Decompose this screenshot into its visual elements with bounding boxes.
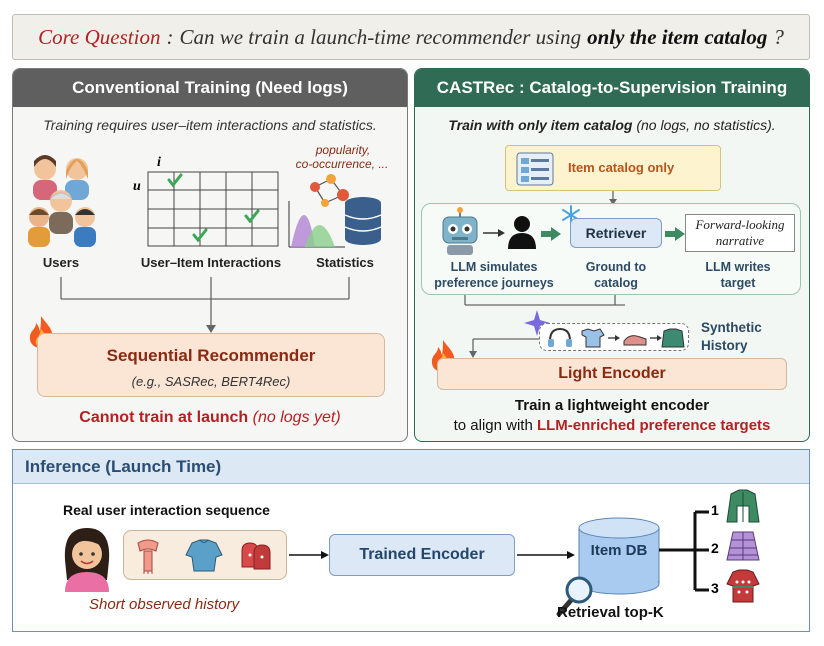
topk-bracket — [659, 510, 709, 592]
conventional-training-panel: Conventional Training (Need logs) Traini… — [12, 68, 408, 442]
matrix-i-label: i — [157, 155, 161, 170]
rank-1: 1 — [711, 502, 719, 518]
cannot-train-paren: (no logs yet) — [252, 409, 341, 426]
observed-history-box — [123, 530, 287, 580]
to-retriever-arrow — [541, 227, 561, 241]
core-question-sep: : — [166, 24, 174, 49]
llm-simulates-line1: LLM simulates — [450, 260, 538, 274]
interactions-label: User–Item Interactions — [140, 255, 282, 270]
light-encoder-box: Light Encoder — [437, 358, 787, 390]
synthetic-line2: History — [701, 338, 748, 353]
magnifier-icon — [556, 576, 593, 617]
castrec-subtitle-bold: Train with only item catalog — [448, 117, 633, 133]
sweater-icon — [185, 539, 223, 572]
train-line-2a: to align with — [453, 417, 533, 434]
castrec-panel: CASTRec : Catalog-to-Supervision Trainin… — [414, 68, 810, 442]
synthetic-line1: Synthetic — [701, 320, 762, 335]
mittens-icon — [241, 542, 271, 570]
conventional-training-title: Conventional Training (Need logs) — [13, 69, 407, 107]
catalog-icon — [516, 152, 554, 186]
core-question-bold: only the item catalog — [587, 24, 768, 49]
robot-to-user-arrow — [483, 229, 505, 237]
recommender-title: Sequential Recommender — [106, 346, 316, 365]
purple-puffer-icon — [726, 531, 760, 561]
synthetic-connector — [464, 295, 625, 358]
narrative-line2: narrative — [715, 233, 765, 248]
history-label: Short observed history — [89, 596, 240, 613]
retrieval-label: Retrieval top-K — [557, 604, 664, 621]
cannot-train-note: Cannot train at launch (no logs yet) — [13, 409, 407, 427]
train-line-2b: LLM-enriched preference targets — [536, 417, 771, 434]
recommender-examples: (e.g., SASRec, BERT4Rec) — [131, 374, 291, 389]
statistics-icon — [288, 174, 382, 248]
rank-2: 2 — [711, 540, 719, 556]
inference-panel: Inference (Launch Time) Real user intera… — [12, 449, 810, 632]
narrative-card: Forward-looking narrative — [685, 214, 795, 252]
to-narrative-arrow — [665, 227, 685, 241]
statistics-label: Statistics — [316, 255, 374, 270]
cannot-train-bold: Cannot train at launch — [79, 409, 249, 426]
ground-line1: Ground to — [585, 260, 647, 274]
catalog-down-arrow — [609, 191, 617, 205]
user-icon — [508, 216, 536, 249]
green-jacket-icon — [726, 489, 760, 523]
castrec-subtitle: Train with only item catalog (no logs, n… — [415, 117, 809, 133]
sequence-label: Real user interaction sequence — [63, 502, 270, 518]
item-db-label: Item DB — [590, 542, 648, 559]
core-question-prefix: Core Question — [38, 24, 161, 49]
narrative-text: Forward-looking narrative — [686, 217, 794, 249]
core-question-suffix: ? — [773, 24, 784, 49]
catalog-label: Item catalog only — [568, 160, 675, 175]
llm-writes-line1: LLM writes — [705, 260, 771, 274]
synthetic-history-strip — [539, 323, 689, 351]
llm-simulates-line2: preference journeys — [434, 276, 554, 290]
narrative-line1: Forward-looking — [695, 217, 785, 232]
matrix-u-label: u — [133, 179, 141, 194]
train-line-2: to align with LLM-enriched preference ta… — [415, 417, 809, 434]
red-sweater-icon — [726, 569, 760, 603]
train-line-1: Train a lightweight encoder — [514, 397, 710, 414]
merge-connector — [60, 277, 350, 333]
stats-note-1: popularity, — [315, 143, 371, 157]
ground-label: Ground to catalog — [565, 259, 667, 291]
check-icon — [167, 173, 260, 243]
llm-writes-label: LLM writes target — [681, 259, 795, 291]
trained-encoder-box: Trained Encoder — [329, 534, 515, 576]
users-label: Users — [42, 255, 80, 270]
interaction-matrix — [147, 171, 279, 247]
synthetic-history-label: Synthetic History — [701, 319, 762, 355]
item-catalog-box: Item catalog only — [505, 145, 721, 191]
conventional-subtitle: Training requires user–item interactions… — [43, 117, 377, 133]
rank-3: 3 — [711, 580, 719, 596]
stats-note-2: co-occurrence, ... — [295, 157, 389, 171]
robot-icon — [442, 207, 478, 255]
retriever-box: Retriever — [570, 218, 662, 248]
scarf-icon — [137, 539, 159, 574]
core-question-banner: Core Question : Can we train a launch-ti… — [12, 14, 810, 60]
llm-writes-line2: target — [720, 276, 756, 290]
user-avatar-icon — [64, 528, 110, 592]
synthetic-items-icons — [548, 327, 685, 348]
inference-title: Inference (Launch Time) — [13, 450, 809, 484]
to-db-arrow — [517, 551, 575, 559]
core-question-text: Can we train a launch-time recommender u… — [179, 24, 582, 49]
ground-line2: catalog — [594, 276, 638, 290]
sparkle-icon — [524, 310, 550, 336]
users-icon — [28, 155, 96, 247]
item-db-icon — [556, 517, 660, 617]
history-items-icons — [137, 539, 271, 574]
sequential-recommender-box: Sequential Recommender (e.g., SASRec, BE… — [37, 333, 385, 397]
to-encoder-arrow — [289, 551, 329, 559]
castrec-title: CASTRec : Catalog-to-Supervision Trainin… — [415, 69, 809, 107]
castrec-subtitle-rest: (no logs, no statistics). — [636, 117, 776, 133]
llm-simulates-label: LLM simulates preference journeys — [427, 259, 561, 291]
